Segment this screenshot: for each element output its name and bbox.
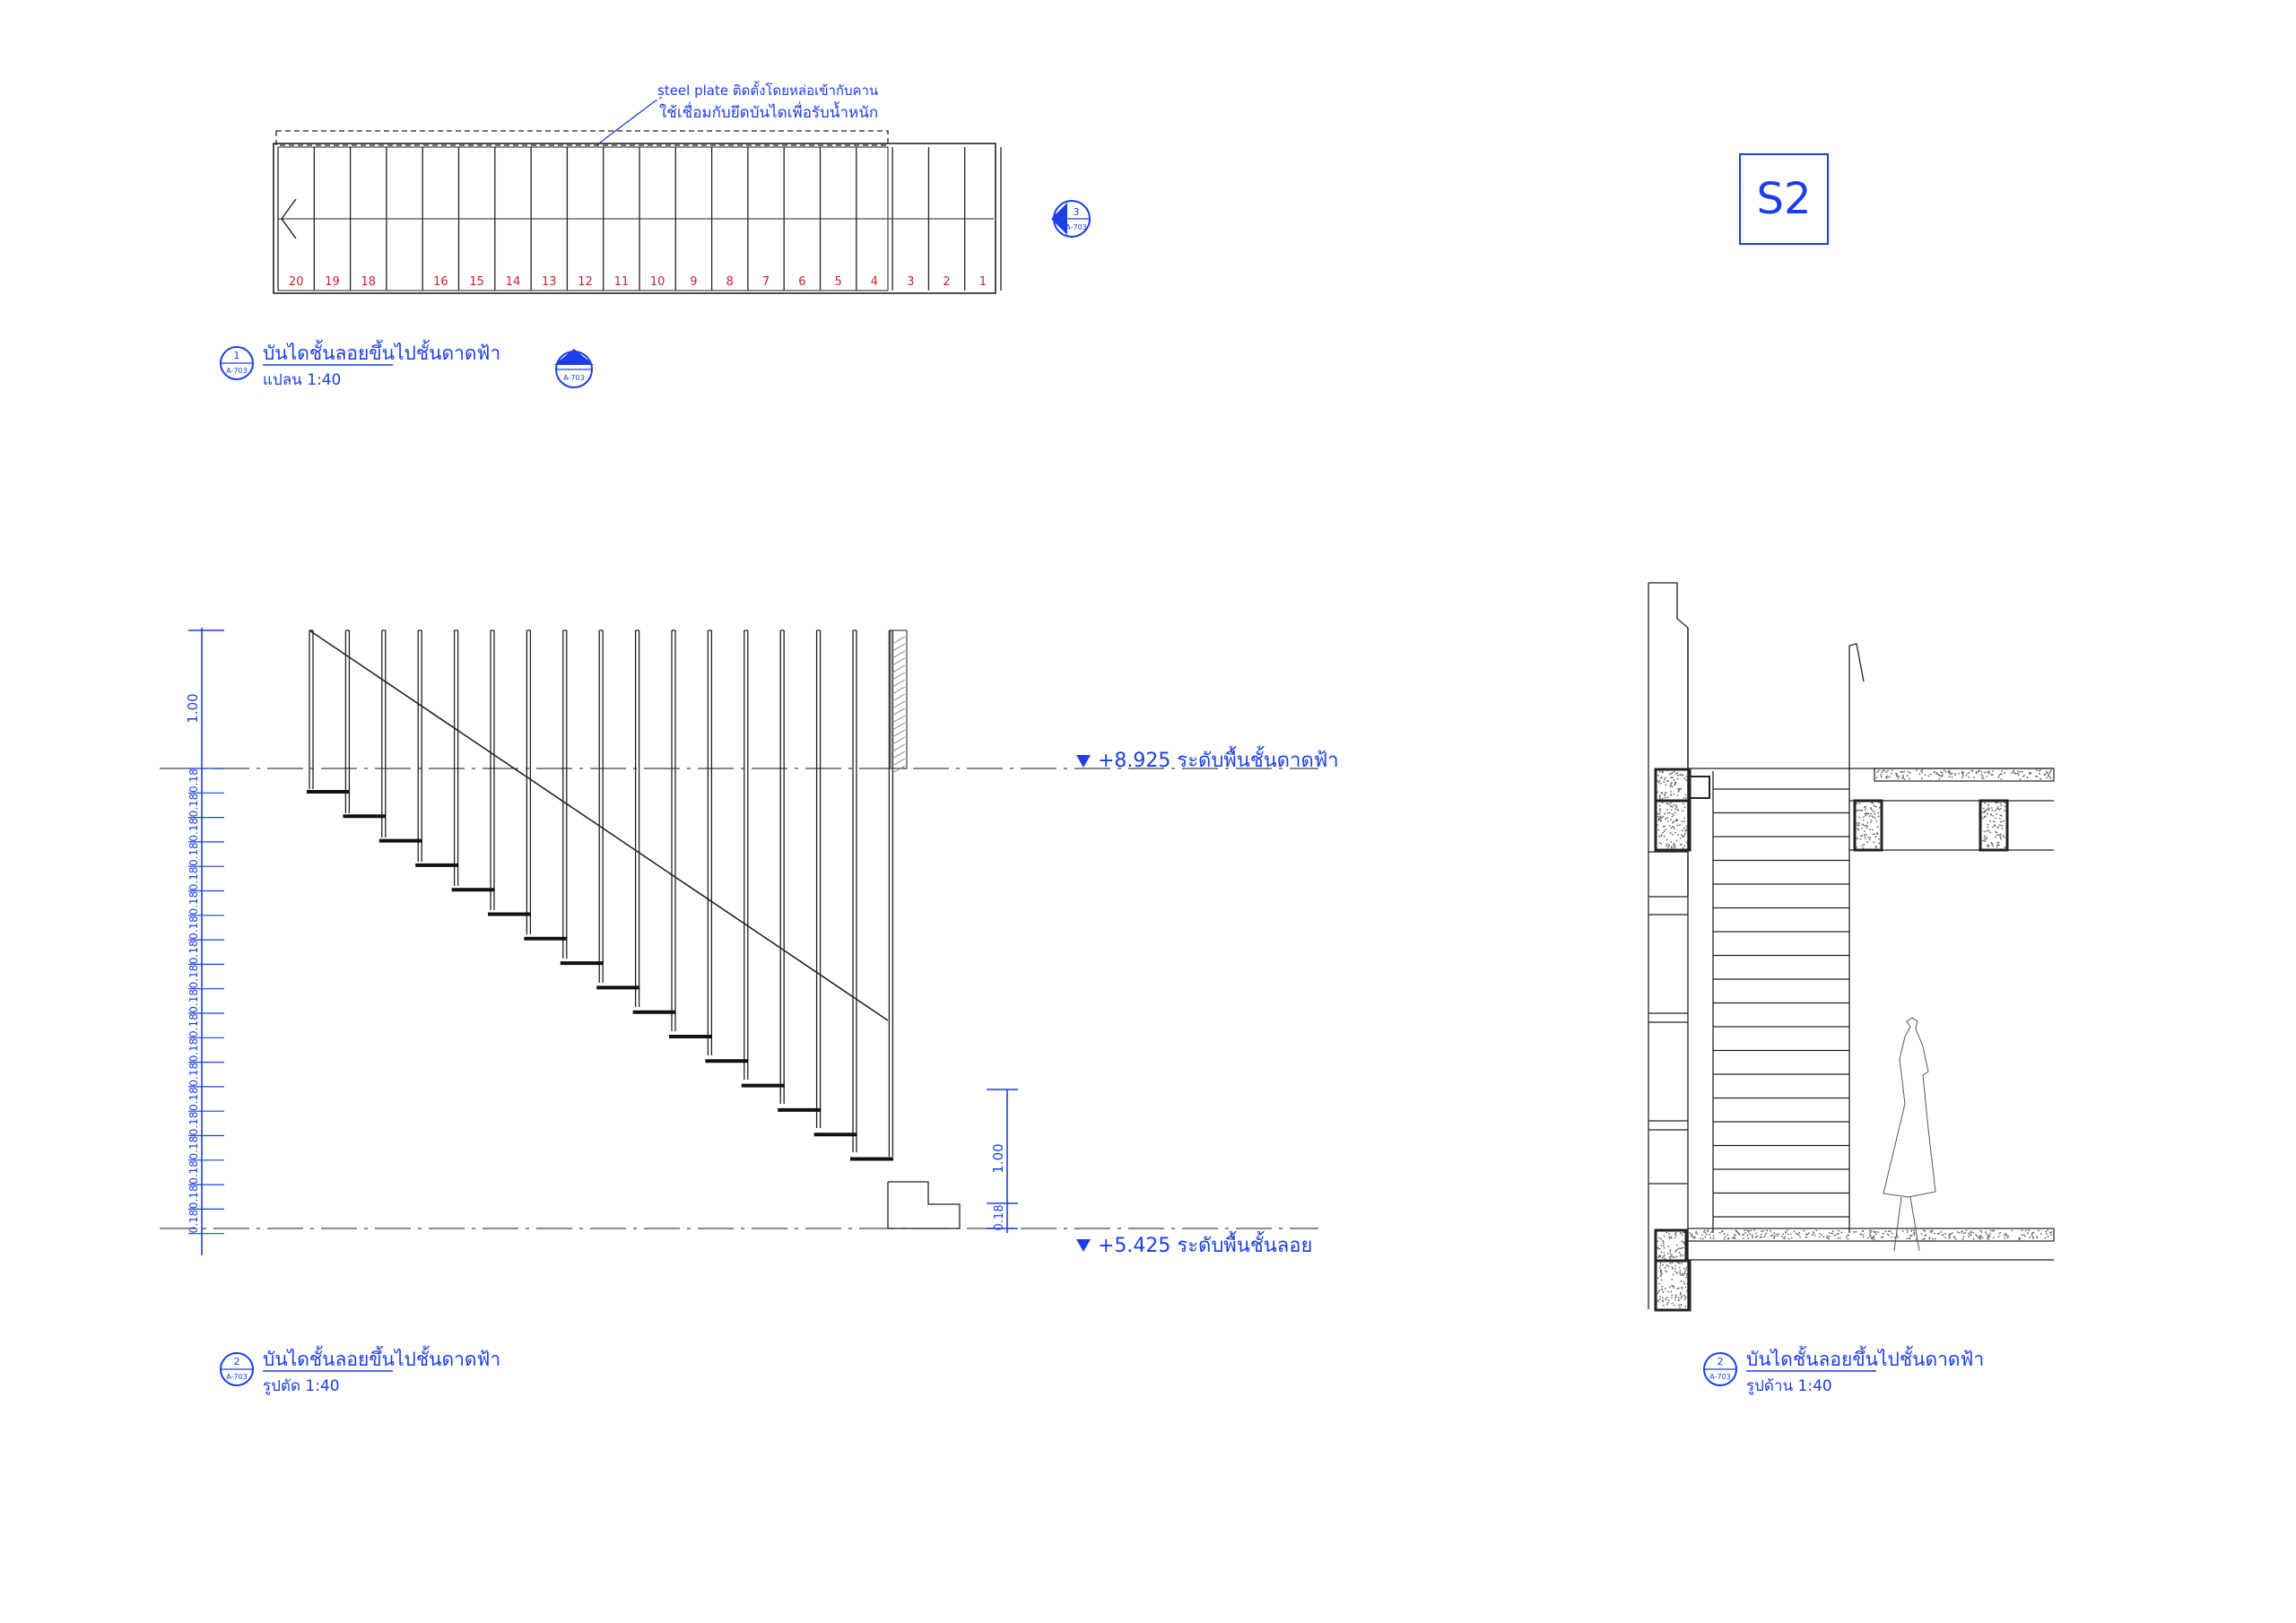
- section-ref-num: 2: [234, 1356, 240, 1367]
- riser-dim: 0.18: [187, 1038, 200, 1063]
- section-ref-sheet: A-703: [226, 1373, 247, 1381]
- riser-dim: 0.18: [187, 891, 200, 916]
- riser-dim: 0.18: [187, 940, 200, 964]
- riser-dim: 0.18: [187, 842, 200, 866]
- tread-number: 7: [762, 275, 770, 289]
- tread-number: 20: [289, 275, 304, 289]
- plan-scale: แปลน 1:40: [263, 371, 341, 389]
- elevation-scale: รูปด้าน 1:40: [1746, 1377, 1832, 1395]
- tread-number: 14: [506, 275, 521, 289]
- section-marker-top: 2 A-703: [554, 349, 594, 388]
- level-upper: +8.925 ระดับพื้นชั้นดาดฟ้า: [1098, 746, 1339, 772]
- tread-number: 11: [614, 275, 630, 289]
- tread-number: 18: [361, 275, 376, 289]
- tread-number: 5: [835, 275, 842, 289]
- riser-dim: 0.18: [187, 1136, 200, 1160]
- elevation-ref-sheet: A-703: [1709, 1373, 1730, 1381]
- plan-ref-sheet: A-703: [226, 367, 247, 375]
- riser-dim: 0.18: [187, 1210, 200, 1234]
- stair-section: +8.925 ระดับพื้นชั้นดาดฟ้า +5.425 ระดับพ…: [160, 628, 1339, 1257]
- tread-number: 16: [433, 275, 448, 289]
- riser-dim: 0.18: [187, 1111, 200, 1135]
- marker-top-num: 2: [571, 356, 578, 368]
- tread-number: 19: [325, 275, 340, 289]
- stair-plan: [273, 130, 1002, 294]
- sheet-code: S2: [1756, 174, 1811, 224]
- dim-right: 1.00: [990, 1143, 1006, 1173]
- riser-dim: 0.18: [187, 768, 200, 793]
- riser-dim: 0.18: [187, 794, 200, 818]
- level-lower: +5.425 ระดับพื้นชั้นลอย: [1098, 1231, 1312, 1257]
- riser-dim: 0.18: [187, 1185, 200, 1209]
- section-title: บันไดชั้นลอยขึ้นไปชั้นดาดฟ้า: [263, 1346, 500, 1370]
- riser-dim: 0.18: [187, 818, 200, 842]
- tread-number: 15: [469, 275, 484, 289]
- tread-numbers: 20 19 18 16 15 14 13 12 11 10 9 8 7 6 5 4 3 2 1: [289, 275, 987, 289]
- riser-dim: 0.18: [187, 989, 200, 1013]
- marker-right-num: 3: [1074, 206, 1080, 218]
- elevation-ref-num: 2: [1718, 1356, 1724, 1367]
- dim-railing: 1.00: [185, 693, 201, 723]
- tread-number: 10: [650, 275, 665, 289]
- steel-plate-note: steel plate ติดตั้งโดยหล่อเข้ากับคาน ใช้…: [596, 81, 878, 146]
- riser-dim: 0.18: [187, 1063, 200, 1087]
- riser-dim: 0.18: [187, 916, 200, 940]
- note-line-1: steel plate ติดตั้งโดยหล่อเข้ากับคาน: [657, 81, 878, 99]
- riser-dim: 0.18: [187, 866, 200, 890]
- elevation-title-block: 2 A-703 บันไดชั้นลอยขึ้นไปชั้นดาดฟ้า รูป…: [1703, 1346, 1984, 1395]
- elevation-title: บันไดชั้นลอยขึ้นไปชั้นดาดฟ้า: [1746, 1346, 1984, 1370]
- tread-number: 3: [907, 275, 914, 289]
- tread-number: 13: [542, 275, 557, 289]
- tread-number: 4: [871, 275, 878, 289]
- plan-title-block: 1 A-703 บันไดชั้นลอยขึ้นไปชั้นดาดฟ้า แปล…: [220, 340, 500, 389]
- tread-number: 8: [726, 275, 734, 289]
- riser-dim: 0.18: [187, 1087, 200, 1111]
- marker-right-sheet: A-703: [1065, 223, 1086, 231]
- tread-number: 9: [690, 275, 697, 289]
- riser-dim: 0.18: [187, 965, 200, 989]
- note-line-2: ใช้เชื่อมกับยึดบันไดเพื่อรับน้ำหนัก: [659, 101, 878, 122]
- plan-title: บันไดชั้นลอยขึ้นไปชั้นดาดฟ้า: [263, 340, 500, 364]
- plan-ref-num: 1: [234, 350, 240, 361]
- tread-number: 1: [979, 275, 987, 289]
- riser-dim: 0.18: [187, 1013, 200, 1037]
- marker-top-sheet: A-703: [563, 374, 584, 382]
- stair-elevation: [1648, 582, 2055, 1312]
- tread-number: 2: [943, 275, 950, 289]
- section-marker-right: 3 A-703: [1051, 200, 1091, 238]
- section-title-block: 2 A-703 บันไดชั้นลอยขึ้นไปชั้นดาดฟ้า รูป…: [220, 1346, 500, 1395]
- tread-number: 12: [578, 275, 593, 289]
- tread-number: 6: [798, 275, 805, 289]
- dim-riser-small: 0.18: [993, 1205, 1006, 1231]
- sheet-code-box: S2: [1739, 153, 1829, 245]
- section-scale: รูปตัด 1:40: [263, 1377, 340, 1395]
- riser-dim: 0.18: [187, 1160, 200, 1185]
